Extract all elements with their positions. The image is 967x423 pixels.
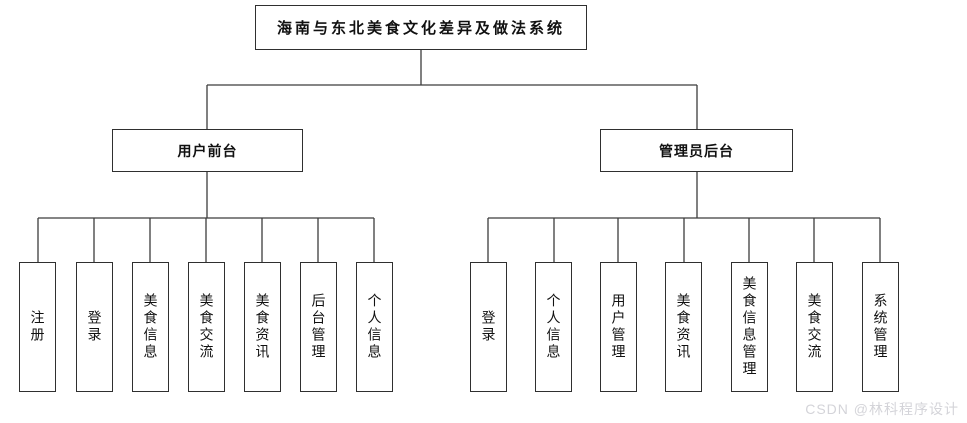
node-food-exchange: 美食交流 (188, 262, 225, 392)
node-admin-login: 登录 (470, 262, 507, 392)
node-food-info-manage: 美食信息管理 (731, 262, 768, 392)
node-user-manage: 用户管理 (600, 262, 637, 392)
node-system-manage: 系统管理 (862, 262, 899, 392)
node-food-news: 美食资讯 (244, 262, 281, 392)
node-backend-manage: 后台管理 (300, 262, 337, 392)
node-register: 注册 (19, 262, 56, 392)
node-login: 登录 (76, 262, 113, 392)
node-food-info: 美食信息 (132, 262, 169, 392)
node-admin-personal-info: 个人信息 (535, 262, 572, 392)
node-admin-backend: 管理员后台 (600, 129, 793, 172)
watermark: CSDN @林科程序设计 (805, 401, 959, 417)
node-admin-food-news: 美食资讯 (665, 262, 702, 392)
node-admin-food-exchange: 美食交流 (796, 262, 833, 392)
node-personal-info: 个人信息 (356, 262, 393, 392)
node-system-root: 海南与东北美食文化差异及做法系统 (255, 5, 587, 50)
node-user-frontend: 用户前台 (112, 129, 303, 172)
